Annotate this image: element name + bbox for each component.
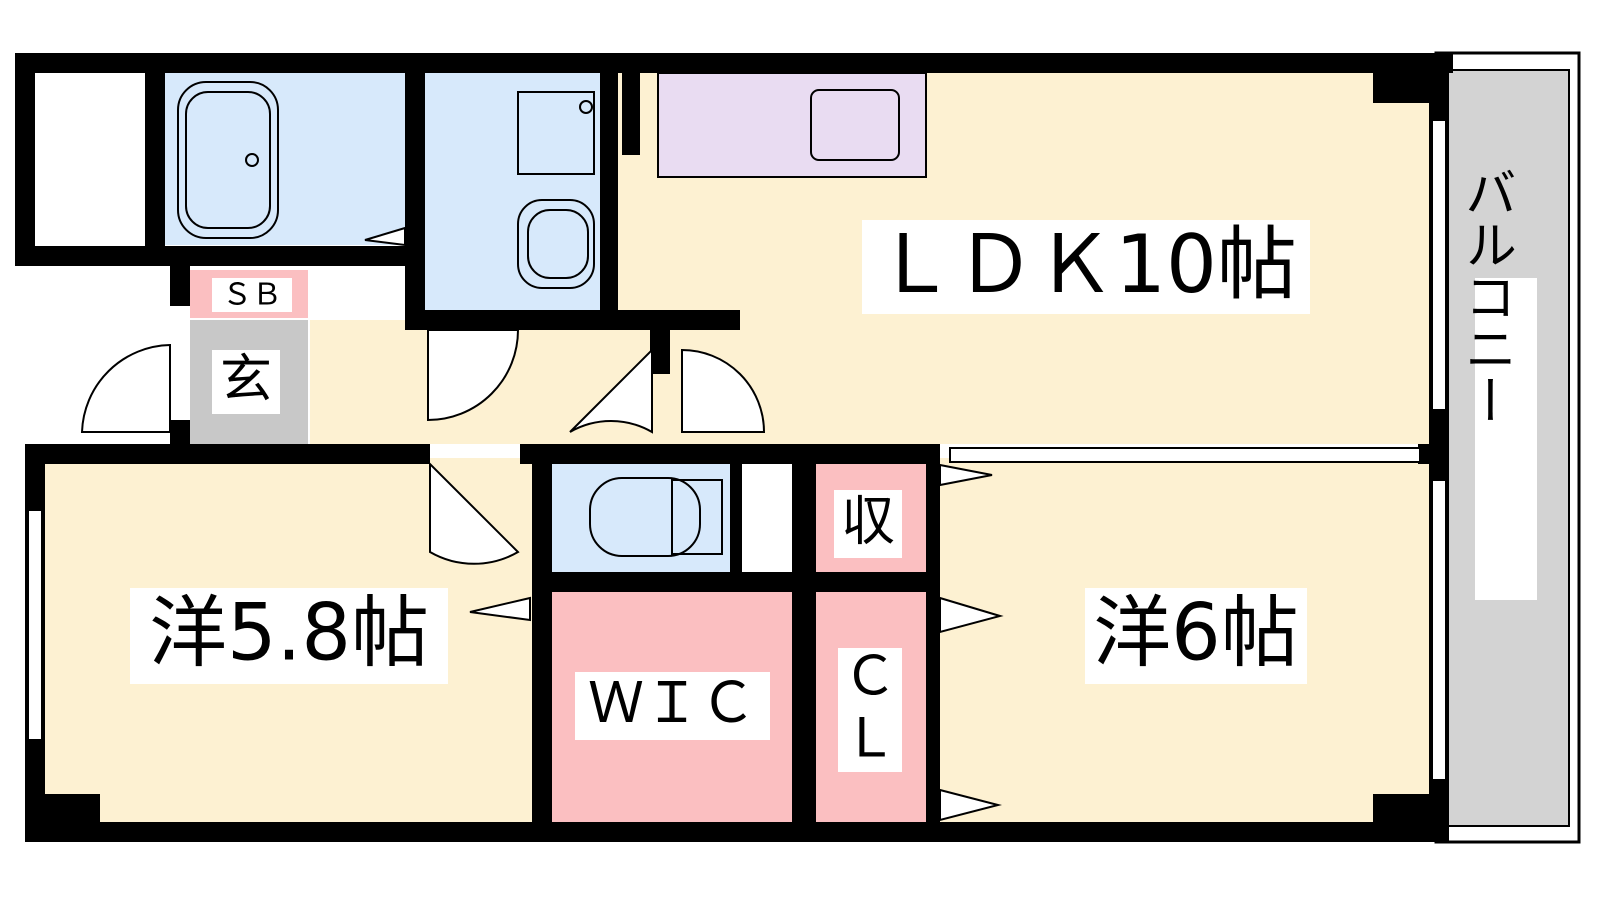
western-right-label: 洋6帖	[1093, 588, 1299, 678]
washroom	[425, 73, 600, 313]
shoe-box-label: ＳＢ	[222, 278, 282, 313]
bathtub	[177, 81, 279, 239]
kitchen-counter	[657, 72, 927, 178]
washing-machine-pan	[517, 91, 595, 175]
closet-l-label: Ｌ	[843, 707, 897, 770]
labels: ＬＤＫ10帖 洋5.8帖 洋6帖 ＷＩＣ 収 Ｃ Ｌ ＳＢ 玄	[130, 218, 1310, 772]
ldk-label: ＬＤＫ10帖	[875, 218, 1297, 311]
storage-label: 収	[841, 490, 895, 553]
closet-c-label: Ｃ	[843, 645, 897, 708]
balcony-label: バルコニー	[1455, 166, 1515, 426]
entrance-label: 玄	[220, 350, 272, 410]
bathroom	[165, 73, 405, 245]
openings	[27, 119, 1447, 822]
fixtures	[177, 81, 723, 557]
toilet-bowl	[589, 477, 701, 557]
western-left-label: 洋5.8帖	[149, 588, 429, 678]
balcony: バルコニー	[1434, 51, 1581, 844]
wic-label: ＷＩＣ	[588, 671, 756, 736]
wash-basin	[517, 199, 595, 289]
